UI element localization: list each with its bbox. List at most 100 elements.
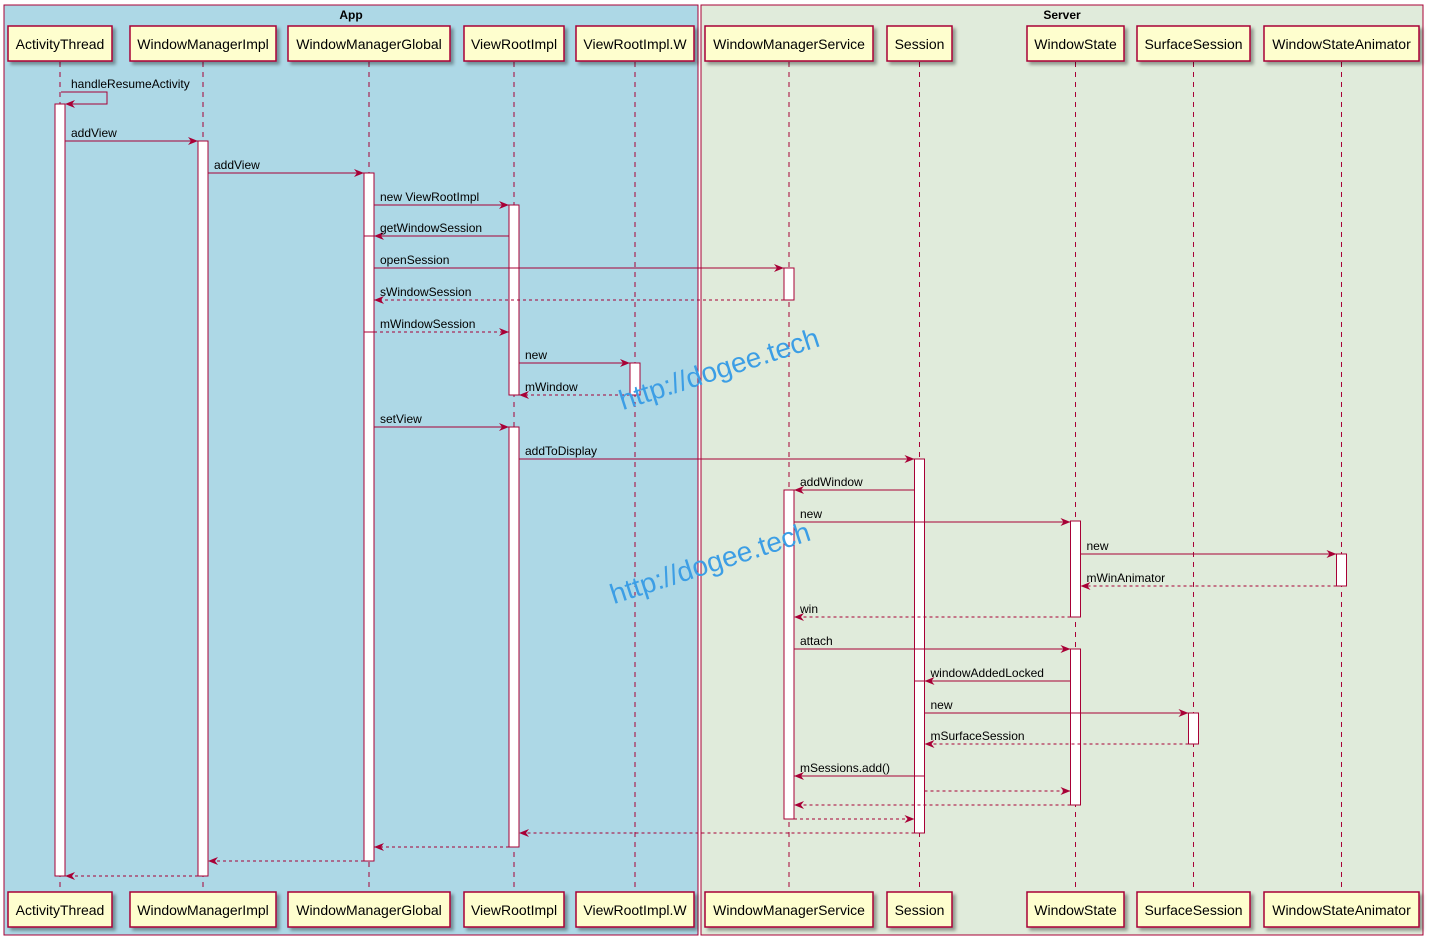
participant-label: ViewRootImpl.W	[583, 902, 687, 918]
participant-box	[129, 891, 277, 928]
message-arrowhead	[208, 857, 218, 865]
activation-bar-viewrootimpl-w	[629, 362, 641, 396]
message-arrowhead	[374, 843, 384, 851]
message-label: new	[525, 348, 547, 362]
participant-box	[287, 891, 451, 928]
participant-box	[129, 25, 277, 62]
message-arrowhead	[1178, 709, 1189, 717]
message-arrowhead	[188, 137, 198, 145]
participant-box	[886, 25, 953, 62]
message-22	[924, 787, 1071, 795]
message-3: new ViewRootImpl	[374, 190, 509, 209]
message-label: addWindow	[800, 475, 863, 489]
message-arrowhead	[499, 423, 509, 431]
participant-box	[1026, 891, 1125, 928]
message-label: openSession	[380, 253, 449, 267]
message-arrowhead	[499, 328, 509, 336]
activation-bar-session	[914, 458, 925, 834]
message-25	[519, 829, 915, 837]
participant-box	[575, 891, 695, 928]
participant-label: WindowState	[1034, 36, 1117, 52]
message-18: windowAddedLocked	[924, 666, 1071, 685]
participant-windowmanagerservice-bottom[interactable]: WindowManagerService	[704, 891, 874, 928]
message-arrowhead	[1060, 787, 1071, 795]
participant-session-bottom[interactable]: Session	[886, 891, 953, 928]
message-label: mWindowSession	[380, 317, 475, 331]
participant-label: WindowManagerImpl	[137, 902, 269, 918]
participant-windowmanagerglobal-bottom[interactable]: WindowManagerGlobal	[287, 891, 451, 928]
message-5: openSession	[374, 253, 784, 272]
message-arrowhead	[924, 677, 935, 685]
participant-box	[704, 25, 874, 62]
participant-label: ViewRootImpl.W	[583, 36, 687, 52]
group-box-server	[700, 4, 1424, 936]
participant-box	[287, 25, 451, 62]
participant-label: WindowStateAnimator	[1272, 36, 1411, 52]
participant-label: WindowManagerService	[713, 902, 865, 918]
participant-session-top[interactable]: Session	[886, 25, 953, 62]
participant-label: SurfaceSession	[1144, 36, 1242, 52]
participant-activitythread-bottom[interactable]: ActivityThread	[7, 891, 113, 928]
message-7: mWindowSession	[374, 317, 509, 336]
participant-label: WindowState	[1034, 902, 1117, 918]
participant-label: WindowManagerGlobal	[296, 36, 442, 52]
message-label: mWinAnimator	[1087, 571, 1166, 585]
participant-windowstate-bottom[interactable]: WindowState	[1026, 891, 1125, 928]
participant-surfacesession-top[interactable]: SurfaceSession	[1136, 25, 1251, 62]
message-9: mWindow	[519, 380, 630, 399]
participants: ActivityThreadActivityThreadWindowManage…	[7, 25, 1420, 928]
message-label: addView	[71, 126, 117, 140]
message-13: new	[794, 507, 1071, 526]
message-label: sWindowSession	[380, 285, 471, 299]
message-26	[374, 843, 509, 851]
participant-windowmanagerglobal-top[interactable]: WindowManagerGlobal	[287, 25, 451, 62]
participant-surfacesession-bottom[interactable]: SurfaceSession	[1136, 891, 1251, 928]
participant-viewrootimpl-w-top[interactable]: ViewRootImpl.W	[575, 25, 695, 62]
participant-label: Session	[895, 36, 945, 52]
message-16: win	[794, 602, 1071, 621]
message-label: win	[799, 602, 818, 616]
message-arrowhead	[354, 169, 364, 177]
participant-label: WindowManagerImpl	[137, 36, 269, 52]
participant-label: SurfaceSession	[1144, 902, 1242, 918]
participant-activitythread-top[interactable]: ActivityThread	[7, 25, 113, 62]
message-arrowhead	[65, 100, 75, 108]
message-arrowhead	[519, 829, 529, 837]
message-11: addToDisplay	[519, 444, 915, 463]
participant-box	[1136, 25, 1251, 62]
participant-windowstateanimator-top[interactable]: WindowStateAnimator	[1263, 25, 1420, 62]
message-28	[65, 872, 198, 880]
participant-box	[1026, 25, 1125, 62]
participant-windowmanagerimpl-top[interactable]: WindowManagerImpl	[129, 25, 277, 62]
participant-box	[1136, 891, 1251, 928]
activation-bar-activitythread	[54, 103, 66, 877]
message-arrowhead	[374, 296, 384, 304]
message-23	[794, 801, 1071, 809]
message-arrowhead	[1060, 518, 1071, 526]
message-arrowhead	[794, 613, 804, 621]
participant-windowmanagerservice-top[interactable]: WindowManagerService	[704, 25, 874, 62]
message-2: addView	[208, 158, 364, 177]
participant-windowstateanimator-bottom[interactable]: WindowStateAnimator	[1263, 891, 1420, 928]
message-arrowhead	[774, 264, 784, 272]
participant-windowstate-top[interactable]: WindowState	[1026, 25, 1125, 62]
participant-windowmanagerimpl-bottom[interactable]: WindowManagerImpl	[129, 891, 277, 928]
message-17: attach	[794, 634, 1071, 653]
participant-viewrootimpl-top[interactable]: ViewRootImpl	[463, 25, 565, 62]
message-arrowhead	[519, 391, 529, 399]
participant-box	[1263, 25, 1420, 62]
activation-bar-viewrootimpl	[508, 426, 520, 848]
participant-viewrootimpl-bottom[interactable]: ViewRootImpl	[463, 891, 565, 928]
participant-label: WindowManagerGlobal	[296, 902, 442, 918]
participant-viewrootimpl-w-bottom[interactable]: ViewRootImpl.W	[575, 891, 695, 928]
message-arrowhead	[904, 815, 915, 823]
message-arrowhead	[499, 201, 509, 209]
message-arrowhead	[794, 486, 804, 494]
message-arrowhead	[65, 872, 75, 880]
message-label: attach	[800, 634, 833, 648]
participant-label: Session	[895, 902, 945, 918]
participant-box	[7, 25, 113, 62]
message-label: mSurfaceSession	[931, 729, 1025, 743]
